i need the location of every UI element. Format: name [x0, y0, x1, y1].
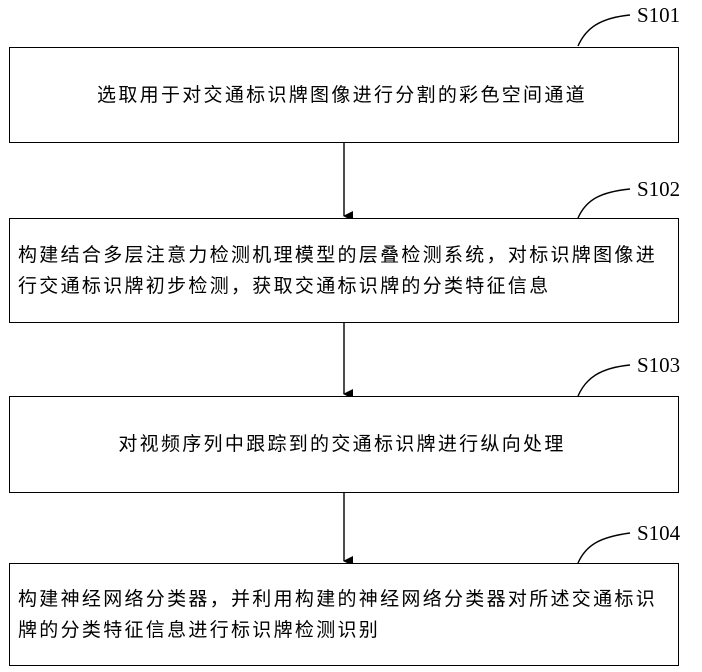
- step-label-s103: S103: [637, 353, 680, 378]
- step-text-s104: 构建神经网络分类器，并利用构建的神经网络分类器对所述交通标识牌的分类特征信息进行…: [10, 584, 678, 646]
- step-box-s102: 构建结合多层注意力检测机理模型的层叠检测系统，对标识牌图像进行交通标识牌初步检测…: [9, 218, 679, 323]
- leader-curve-s102: [578, 189, 630, 218]
- step-box-s101: 选取用于对交通标识牌图像进行分割的彩色空间通道: [9, 47, 679, 143]
- step-label-s104: S104: [637, 521, 680, 546]
- step-text-s101: 选取用于对交通标识牌图像进行分割的彩色空间通道: [89, 80, 599, 111]
- leader-curve-s101: [578, 15, 630, 46]
- step-box-s104: 构建神经网络分类器，并利用构建的神经网络分类器对所述交通标识牌的分类特征信息进行…: [9, 563, 679, 666]
- step-box-s103: 对视频序列中跟踪到的交通标识牌进行纵向处理: [9, 396, 679, 493]
- leader-curve-s103: [578, 365, 630, 396]
- step-text-s102: 构建结合多层注意力检测机理模型的层叠检测系统，对标识牌图像进行交通标识牌初步检测…: [10, 240, 678, 302]
- step-text-s103: 对视频序列中跟踪到的交通标识牌进行纵向处理: [110, 429, 577, 460]
- step-label-s102: S102: [637, 177, 680, 202]
- leader-curve-s104: [578, 533, 630, 563]
- step-label-s101: S101: [637, 3, 680, 28]
